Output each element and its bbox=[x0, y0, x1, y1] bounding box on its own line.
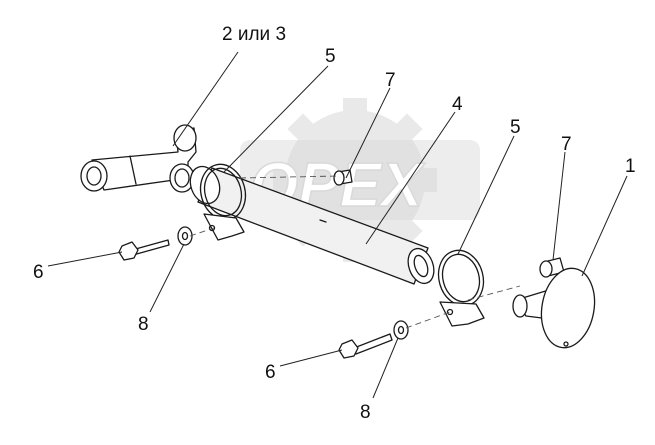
assembly-axes bbox=[189, 175, 521, 329]
washer-upper-part bbox=[177, 226, 193, 246]
clamp-lower-part bbox=[437, 249, 485, 327]
callout-labels: 2 или 3 5 7 4 5 7 1 6 8 6 8 bbox=[33, 24, 636, 423]
leader-lines bbox=[47, 51, 628, 399]
callout-bolt-upper: 6 bbox=[33, 262, 44, 283]
cap-part bbox=[512, 267, 596, 349]
callout-clamp-upper: 5 bbox=[325, 46, 336, 67]
callout-tube: 4 bbox=[452, 94, 463, 115]
callout-bushing-upper: 7 bbox=[385, 70, 396, 91]
callout-washer-lower: 8 bbox=[360, 402, 371, 423]
callout-washer-upper: 8 bbox=[138, 314, 149, 335]
bolt-upper-part bbox=[118, 239, 170, 261]
callout-bushing-lower: 7 bbox=[561, 134, 572, 155]
washer-lower-part bbox=[393, 320, 409, 340]
callout-tee-pipe: 2 или 3 bbox=[222, 24, 286, 45]
bushing-lower-part bbox=[539, 257, 565, 278]
callout-bolt-lower: 6 bbox=[265, 362, 276, 383]
tee-pipe-part bbox=[80, 124, 197, 193]
clamp-upper-part bbox=[199, 163, 247, 241]
callout-clamp-lower: 5 bbox=[510, 117, 521, 138]
bolt-lower-part bbox=[338, 333, 393, 359]
callout-cap: 1 bbox=[625, 156, 636, 177]
